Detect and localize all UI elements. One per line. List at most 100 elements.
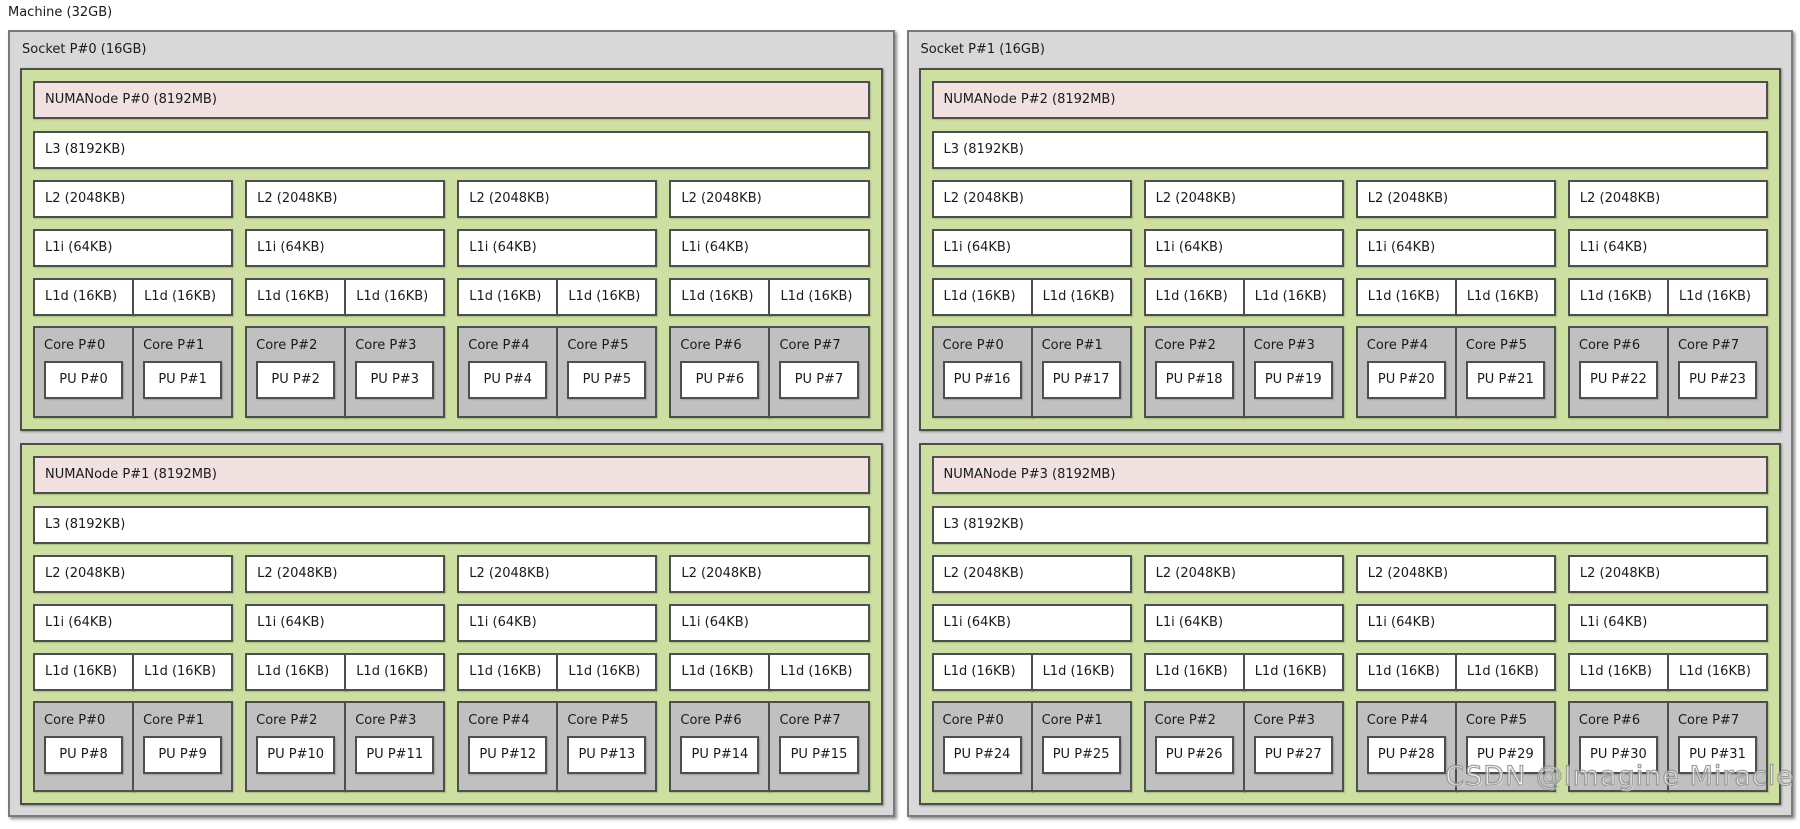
l2-cache-box: L2 (2048KB) xyxy=(1355,554,1556,593)
l2-group: L2 (2048KB)L1i (64KB)L1d (16KB)L1d (16KB… xyxy=(1567,554,1768,792)
core-label: Core P#6 xyxy=(680,712,742,728)
l1i-cache-box: L1i (64KB) xyxy=(33,603,234,642)
socket-label: Socket P#1 (16GB) xyxy=(920,42,1045,57)
core-label: Core P#7 xyxy=(779,712,841,728)
l2-cache-box: L2 (2048KB) xyxy=(1143,180,1344,218)
core-label: Core P#3 xyxy=(1253,338,1315,353)
l1i-cache-box: L1i (64KB) xyxy=(669,603,870,642)
l1d-cache-box: L1d (16KB) xyxy=(457,278,559,316)
core-label: Core P#4 xyxy=(1366,338,1428,353)
numa-group-box: NUMANode P#2 (8192MB)L3 (8192KB)L2 (2048… xyxy=(918,68,1781,431)
l2-groups-row: L2 (2048KB)L1i (64KB)L1d (16KB)L1d (16KB… xyxy=(33,554,870,792)
l1d-cache-box: L1d (16KB) xyxy=(1567,652,1669,691)
l1d-cache-box: L1d (16KB) xyxy=(1454,278,1556,316)
core-label: Core P#5 xyxy=(567,712,629,728)
l1d-cache-box: L1d (16KB) xyxy=(768,652,870,691)
l2-groups-row: L2 (2048KB)L1i (64KB)L1d (16KB)L1d (16KB… xyxy=(931,180,1768,418)
l1d-row: L1d (16KB)L1d (16KB) xyxy=(1355,652,1556,691)
core-label: Core P#3 xyxy=(355,338,417,353)
l2-cache-box: L2 (2048KB) xyxy=(245,554,446,593)
l1i-cache-box: L1i (64KB) xyxy=(1143,229,1344,267)
core-label: Core P#1 xyxy=(143,338,205,353)
l1d-row: L1d (16KB)L1d (16KB) xyxy=(1355,278,1556,316)
l1i-cache-box: L1i (64KB) xyxy=(931,229,1132,267)
l2-group: L2 (2048KB)L1i (64KB)L1d (16KB)L1d (16KB… xyxy=(33,180,234,418)
l2-group: L2 (2048KB)L1i (64KB)L1d (16KB)L1d (16KB… xyxy=(1143,554,1344,792)
l1d-cache-box: L1d (16KB) xyxy=(931,652,1033,691)
pu-box: PU P#1 xyxy=(143,361,223,399)
pu-box: PU P#19 xyxy=(1253,361,1333,399)
l1i-cache-box: L1i (64KB) xyxy=(33,229,234,267)
pu-box: PU P#18 xyxy=(1154,361,1234,399)
l1i-cache-box: L1i (64KB) xyxy=(1567,603,1768,642)
l1d-cache-box: L1d (16KB) xyxy=(132,652,234,691)
pu-box: PU P#28 xyxy=(1366,735,1446,774)
l1d-cache-box: L1d (16KB) xyxy=(931,278,1033,316)
l1d-cache-box: L1d (16KB) xyxy=(33,278,135,316)
l1i-cache-box: L1i (64KB) xyxy=(245,229,446,267)
core-label: Core P#0 xyxy=(942,712,1004,728)
l2-group: L2 (2048KB)L1i (64KB)L1d (16KB)L1d (16KB… xyxy=(1567,180,1768,418)
l1d-cache-box: L1d (16KB) xyxy=(1242,278,1344,316)
core-label: Core P#5 xyxy=(1465,712,1528,728)
l3-cache-box: L3 (8192KB) xyxy=(931,505,1768,544)
l1d-cache-box: L1d (16KB) xyxy=(556,278,658,316)
l1d-row: L1d (16KB)L1d (16KB) xyxy=(457,278,658,316)
numa-group-box: NUMANode P#3 (8192MB)L3 (8192KB)L2 (2048… xyxy=(918,442,1781,805)
pu-box: PU P#23 xyxy=(1677,361,1757,399)
l1d-row: L1d (16KB)L1d (16KB) xyxy=(931,278,1132,316)
l2-cache-box: L2 (2048KB) xyxy=(245,180,446,218)
l1i-cache-box: L1i (64KB) xyxy=(457,603,658,642)
l1d-row: L1d (16KB)L1d (16KB) xyxy=(245,652,446,691)
core-label: Core P#0 xyxy=(44,712,106,728)
l2-cache-box: L2 (2048KB) xyxy=(931,554,1132,593)
l1d-cache-box: L1d (16KB) xyxy=(669,278,771,316)
l1d-row: L1d (16KB)L1d (16KB) xyxy=(669,278,870,316)
core-label: Core P#7 xyxy=(1677,338,1740,353)
sockets-row: Socket P#0 (16GB)NUMANode P#0 (8192MB)L3… xyxy=(8,30,1793,817)
numa-group-box: NUMANode P#0 (8192MB)L3 (8192KB)L2 (2048… xyxy=(20,68,883,431)
core-label: Core P#4 xyxy=(1366,712,1428,728)
pu-box: PU P#16 xyxy=(942,361,1022,399)
core-label: Core P#5 xyxy=(567,338,629,353)
core-label: Core P#4 xyxy=(468,338,530,353)
numa-group-box: NUMANode P#1 (8192MB)L3 (8192KB)L2 (2048… xyxy=(20,442,883,805)
l1d-cache-box: L1d (16KB) xyxy=(245,278,347,316)
l1d-row: L1d (16KB)L1d (16KB) xyxy=(1143,278,1344,316)
l2-group: L2 (2048KB)L1i (64KB)L1d (16KB)L1d (16KB… xyxy=(669,554,870,792)
core-label: Core P#1 xyxy=(1041,338,1103,353)
pu-box: PU P#22 xyxy=(1578,361,1658,399)
l1d-row: L1d (16KB)L1d (16KB) xyxy=(1567,652,1768,691)
numanode-box: NUMANode P#2 (8192MB) xyxy=(931,81,1768,119)
pu-box: PU P#11 xyxy=(355,735,435,774)
l1d-cache-box: L1d (16KB) xyxy=(1567,278,1669,316)
l1d-cache-box: L1d (16KB) xyxy=(1143,652,1245,691)
core-label: Core P#1 xyxy=(1041,712,1103,728)
core-label: Core P#2 xyxy=(256,338,318,353)
pu-box: PU P#10 xyxy=(256,735,336,774)
l2-cache-box: L2 (2048KB) xyxy=(669,554,870,593)
l3-cache-box: L3 (8192KB) xyxy=(33,505,870,544)
core-label: Core P#7 xyxy=(779,338,841,353)
l2-cache-box: L2 (2048KB) xyxy=(457,554,658,593)
